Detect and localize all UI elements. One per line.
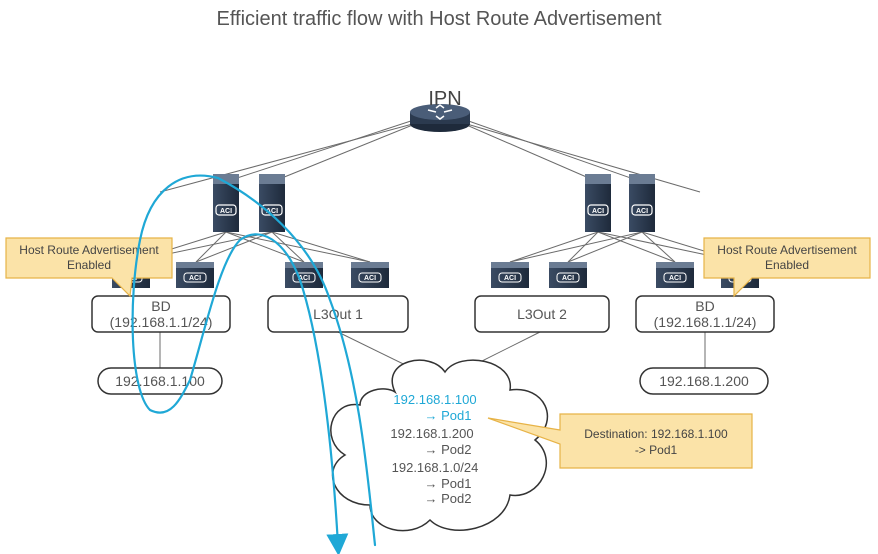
l3out1-box: L3Out 1 [267, 295, 409, 333]
svg-text:→ Pod2: → Pod2 [425, 442, 472, 457]
svg-text:ACI: ACI [189, 275, 201, 282]
spine-switch-icon: ACI [585, 174, 611, 232]
svg-text:192.168.1.200: 192.168.1.200 [390, 426, 473, 441]
leaf-switch-icon: ACI [285, 262, 323, 288]
svg-text:→ Pod1: → Pod1 [425, 408, 472, 423]
svg-text:BD: BD [151, 298, 170, 314]
bd-box-right: BD (192.168.1.1/24) [635, 295, 775, 333]
svg-text:ACI: ACI [592, 208, 604, 215]
external-network-cloud [330, 359, 549, 532]
leaf-switch-icon: ACI [656, 262, 694, 288]
svg-text:ACI: ACI [504, 275, 516, 282]
topology-links [129, 117, 741, 379]
svg-text:L3Out 2: L3Out 2 [517, 306, 567, 322]
svg-text:ACI: ACI [669, 275, 681, 282]
ipn-label: IPN [428, 88, 461, 110]
leaf-switch-icon: ACI [351, 262, 389, 288]
ipn-router-icon [410, 104, 470, 132]
spine-switch-icon: ACI [629, 174, 655, 232]
svg-text:ACI: ACI [636, 208, 648, 215]
leaf-switch-icon: ACI [491, 262, 529, 288]
svg-text:Host Route Advertisement: Host Route Advertisement [19, 243, 159, 257]
svg-text:ACI: ACI [562, 275, 574, 282]
svg-text:192.168.1.100: 192.168.1.100 [393, 392, 476, 407]
bd-box-left: BD (192.168.1.1/24) [91, 295, 231, 333]
callout-right: Host Route Advertisement Enabled [703, 237, 871, 298]
svg-text:Host Route Advertisement: Host Route Advertisement [717, 243, 857, 257]
host-right: 192.168.1.200 [639, 367, 769, 395]
route-table: 192.168.1.100 → Pod1 192.168.1.200 → Pod… [390, 392, 478, 506]
svg-text:ACI: ACI [220, 208, 232, 215]
leaf-switch-icon: ACI [549, 262, 587, 288]
svg-text:(192.168.1.1/24): (192.168.1.1/24) [654, 314, 757, 330]
callout-left: Host Route Advertisement Enabled [5, 237, 173, 298]
traffic-flow-path [131, 174, 377, 554]
host-left: 192.168.1.100 [97, 367, 223, 395]
l3out2-box: L3Out 2 [474, 295, 610, 333]
svg-text:192.168.1.0/24: 192.168.1.0/24 [392, 460, 479, 475]
leaf-switch-icon: ACI [176, 262, 214, 288]
spine-switch-icon: ACI [213, 174, 239, 232]
svg-text:192.168.1.200: 192.168.1.200 [659, 373, 749, 389]
svg-text:-> Pod1: -> Pod1 [635, 443, 678, 457]
callout-destination: Destination: 192.168.1.100 -> Pod1 [487, 413, 753, 469]
svg-text:→ Pod1: → Pod1 [425, 476, 472, 491]
svg-text:(192.168.1.1/24): (192.168.1.1/24) [110, 314, 213, 330]
svg-text:BD: BD [695, 298, 714, 314]
svg-text:Enabled: Enabled [67, 258, 111, 272]
svg-text:L3Out 1: L3Out 1 [313, 306, 363, 322]
svg-text:Destination: 192.168.1.100: Destination: 192.168.1.100 [584, 427, 728, 441]
diagram-title: Efficient traffic flow with Host Route A… [216, 8, 661, 30]
svg-text:ACI: ACI [364, 275, 376, 282]
svg-text:ACI: ACI [266, 208, 278, 215]
svg-text:Enabled: Enabled [765, 258, 809, 272]
svg-text:ACI: ACI [298, 275, 310, 282]
svg-text:→ Pod2: → Pod2 [425, 491, 472, 506]
